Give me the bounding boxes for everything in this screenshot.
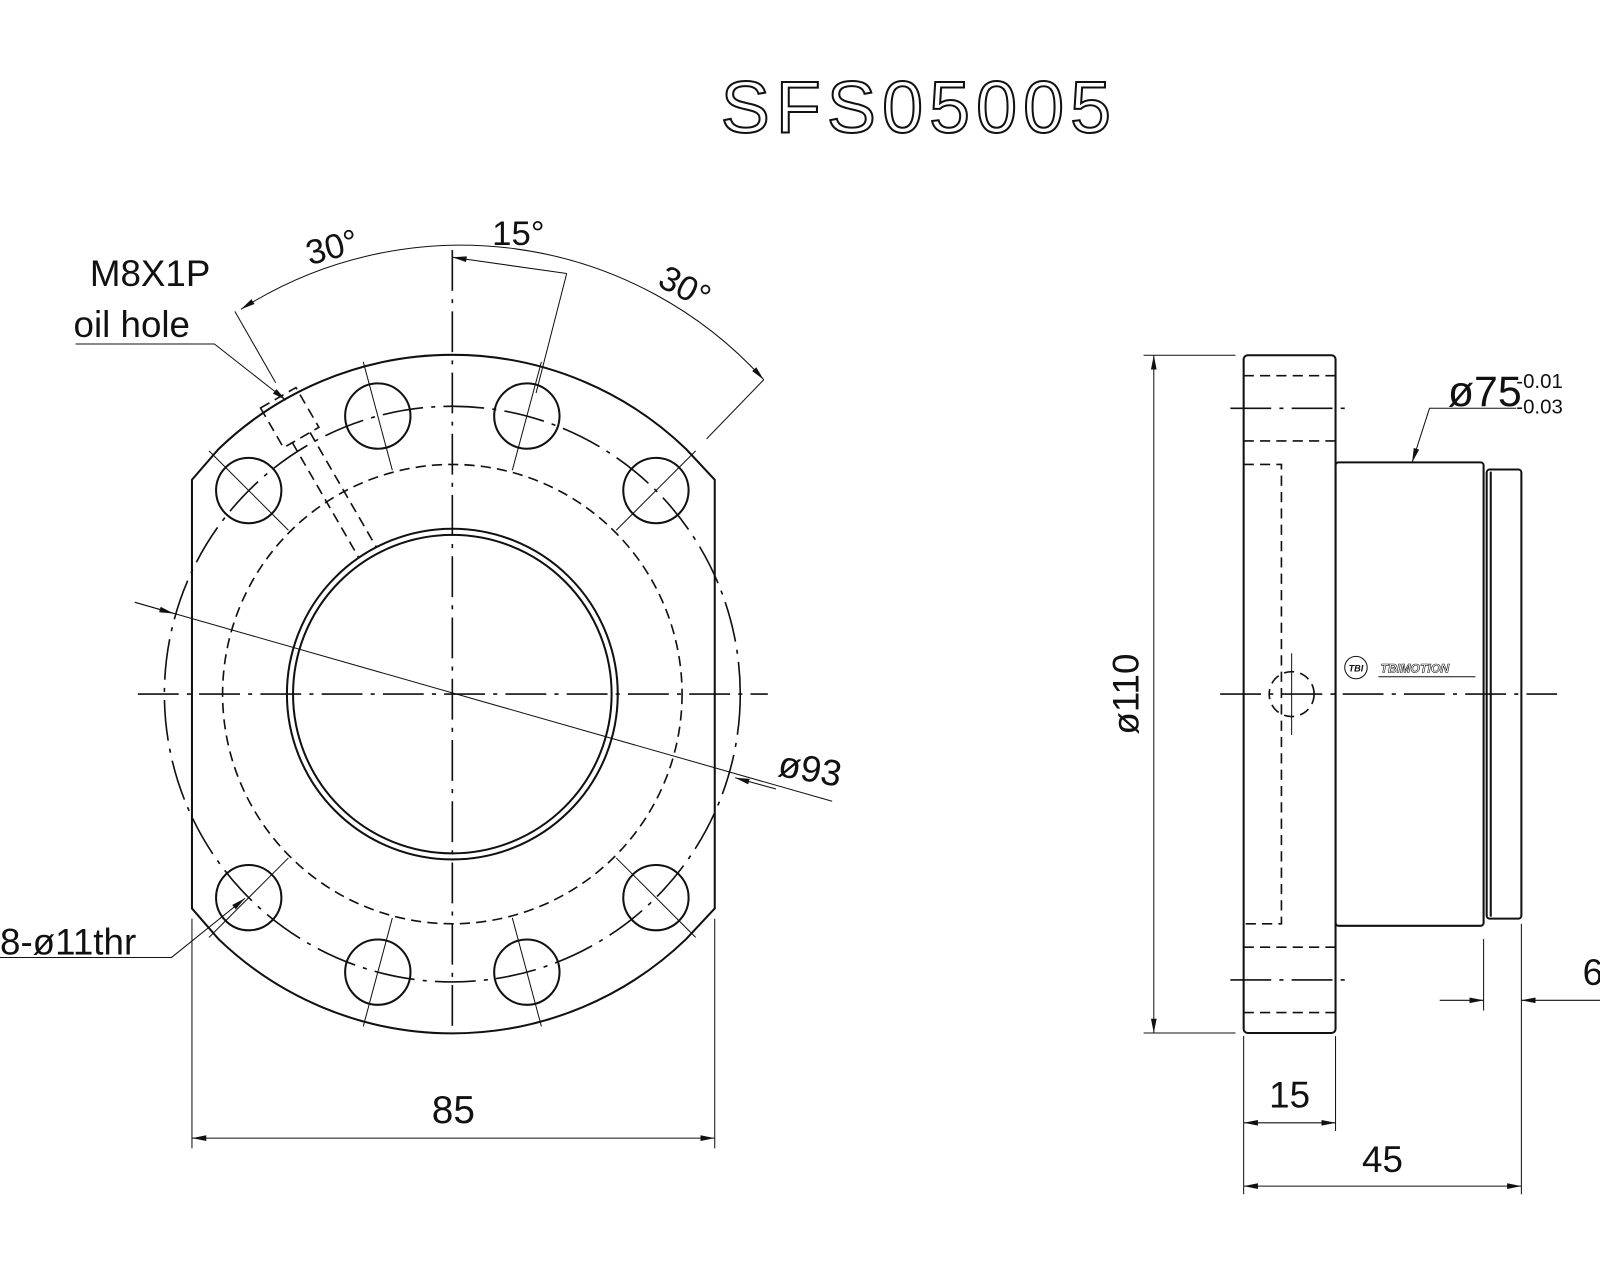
holes-label: 8-ø11thr — [0, 921, 136, 962]
oil-hole — [259, 386, 378, 558]
bolt-hole-circle — [344, 938, 412, 1006]
bolt-hole — [208, 450, 289, 531]
bolt-hole-centerline — [208, 450, 289, 531]
bolt-hole-circle — [215, 456, 283, 525]
total-length-label: 45 — [1362, 1139, 1403, 1180]
bolt-hole — [344, 917, 412, 1027]
step-length-label: 6 — [1583, 952, 1600, 993]
front-view: 30° 15° 30° M8X1P oil hole ø93 8-ø11thr … — [0, 215, 845, 1149]
bolt-hole-centerline — [615, 857, 697, 938]
bolt-hole — [208, 857, 289, 938]
oil-hole-label: oil hole — [74, 304, 190, 345]
side-view: TBI TBIMOTION ø110 ø75 -0.01 -0.03 15 45… — [1105, 354, 1600, 1195]
flange-thickness-label: 15 — [1269, 1075, 1310, 1116]
bolt-hole-centerline — [362, 361, 393, 471]
bolt-hole — [344, 361, 412, 471]
tol-upper: -0.01 — [1516, 371, 1563, 393]
body-dia-label: ø75 — [1448, 368, 1522, 416]
bolt-hole — [615, 857, 697, 938]
bolt-hole — [493, 361, 561, 471]
angle-right-label: 30° — [652, 259, 716, 317]
bolt-hole-circle — [622, 456, 690, 525]
bolt-hole-circle — [215, 863, 283, 932]
bolt-hole-circle — [622, 863, 690, 932]
bolt-hole-centerline — [511, 361, 542, 471]
tol-lower: -0.03 — [1516, 396, 1563, 418]
bolt-hole-circle — [493, 938, 561, 1006]
oil-hole-thread-label: M8X1P — [90, 253, 211, 294]
bolt-hole-centerline — [615, 450, 697, 531]
width-label: 85 — [432, 1089, 475, 1132]
bolt-hole-centerline — [362, 917, 393, 1027]
pcd-label: ø93 — [775, 743, 844, 794]
svg-text:TBIMOTION: TBIMOTION — [1380, 662, 1450, 676]
bolt-hole — [615, 450, 697, 531]
bolt-hole-circle — [344, 382, 412, 450]
svg-text:TBI: TBI — [1349, 664, 1364, 674]
bolt-hole-centerline — [511, 917, 542, 1027]
tbimotion-logo: TBI TBIMOTION — [1344, 655, 1476, 680]
bolt-hole-circle — [493, 382, 561, 450]
angle-mid-label: 15° — [492, 215, 544, 253]
flange-dia-label: ø110 — [1105, 654, 1146, 735]
drawing-title: SFS05005 — [721, 66, 1117, 149]
bolt-hole-centerline — [208, 857, 289, 938]
bolt-hole — [493, 917, 561, 1027]
angle-left-label: 30° — [302, 223, 363, 273]
